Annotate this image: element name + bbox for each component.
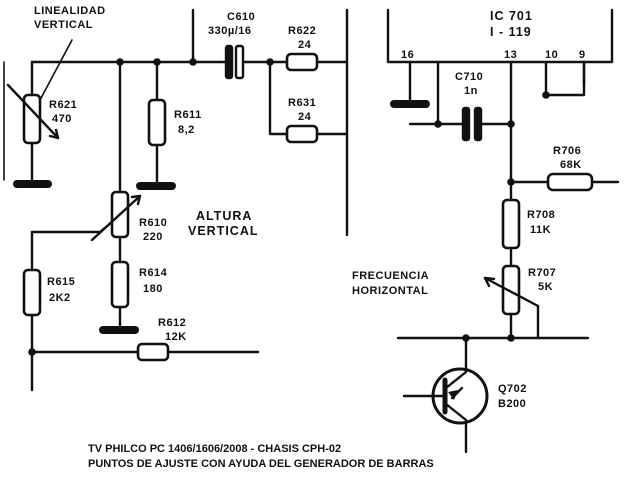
labels-layer: LINEALIDAD VERTICAL R621 470 R611 8,2 C6… (34, 5, 586, 470)
c710-ref: C710 (455, 71, 483, 83)
r707-value: 5K (538, 281, 553, 293)
r614-resistor (110, 260, 130, 309)
r612-resistor (136, 342, 170, 362)
r708-value: 11K (530, 224, 551, 236)
linealidad-pointer (39, 39, 73, 101)
frecuencia-label-line2: HORIZONTAL (352, 285, 428, 297)
caption-line1: TV PHILCO PC 1406/1606/2008 - CHASIS CPH… (88, 443, 341, 455)
linealidad-label-line2: VERTICAL (34, 19, 93, 31)
r610-arrow-head (130, 194, 142, 206)
altura-label-line1: ALTURA (196, 209, 252, 223)
r631-value: 24 (298, 111, 312, 123)
r708-resistor (501, 198, 521, 250)
r610-wiper-wire (30, 220, 114, 234)
r621-ref: R621 (49, 99, 77, 111)
q702-collector (444, 336, 468, 390)
r707-ref: R707 (528, 267, 556, 279)
ic701-value: I - 119 (490, 25, 532, 39)
pin9-label: 9 (579, 49, 586, 61)
pins-10-9-wire (544, 60, 586, 97)
r707-arrow-head (483, 276, 496, 288)
pin10-label: 10 (545, 49, 558, 61)
horizontal-section (386, 8, 620, 454)
r614-value: 180 (143, 283, 163, 295)
pin13-label: 13 (504, 49, 517, 61)
q702-value: B200 (498, 398, 526, 410)
c610-plate-negative (224, 44, 234, 80)
junction-dot (507, 334, 515, 342)
r706-resistor (546, 172, 594, 192)
r631-ref: R631 (288, 97, 316, 109)
r611-ref: R611 (174, 109, 202, 121)
r706-value: 68K (560, 159, 582, 171)
r621-arrow-head (48, 128, 60, 140)
pin16-label: 16 (401, 49, 414, 61)
r612-value: 12K (165, 331, 187, 343)
r631-resistor (285, 124, 319, 144)
caption-line2: PUNTOS DE AJUSTE CON AYUDA DEL GENERADOR… (88, 458, 434, 470)
frecuencia-label-line1: FRECUENCIA (352, 270, 429, 282)
r615-resistor (22, 268, 42, 317)
linealidad-label-line1: LINEALIDAD (34, 5, 106, 17)
r708-ref: R708 (527, 209, 555, 221)
altura-label-line2: VERTICAL (188, 224, 259, 238)
r610-adjust-arrow (90, 194, 142, 242)
junction-dot (189, 58, 197, 66)
r615-ref: R615 (47, 276, 75, 288)
c610-value: 330µ/16 (208, 25, 251, 37)
r611-resistor (147, 98, 167, 147)
r622-value: 24 (298, 39, 312, 51)
ic701-outline (386, 8, 614, 64)
r611-value: 8,2 (178, 124, 195, 136)
q702-arrow-head (448, 390, 458, 400)
r621-potentiometer (22, 93, 42, 145)
r631-branch-wire (268, 60, 289, 136)
q702-ref: Q702 (498, 383, 527, 395)
r621-value: 470 (52, 113, 72, 125)
r614-ref: R614 (139, 267, 168, 279)
r610-value: 220 (143, 231, 163, 243)
q702-emitter (444, 402, 468, 454)
ic701-ref: IC 701 (490, 9, 533, 23)
r610-ref: R610 (139, 217, 167, 229)
r706-ref: R706 (553, 145, 581, 157)
c710-value: 1n (464, 85, 478, 97)
c710-plate-left (461, 106, 471, 142)
r622-resistor (285, 52, 319, 72)
r622-ref: R622 (288, 25, 316, 37)
r612-ref: R612 (158, 317, 186, 329)
r707-adjust-arrow (483, 276, 540, 308)
r621-adjust-arrow (6, 83, 60, 140)
r615-value: 2K2 (49, 292, 71, 304)
junction-dot (542, 91, 550, 99)
vertical-section (3, 8, 349, 392)
c610-ref: C610 (227, 11, 255, 23)
junction-dot (266, 58, 274, 66)
